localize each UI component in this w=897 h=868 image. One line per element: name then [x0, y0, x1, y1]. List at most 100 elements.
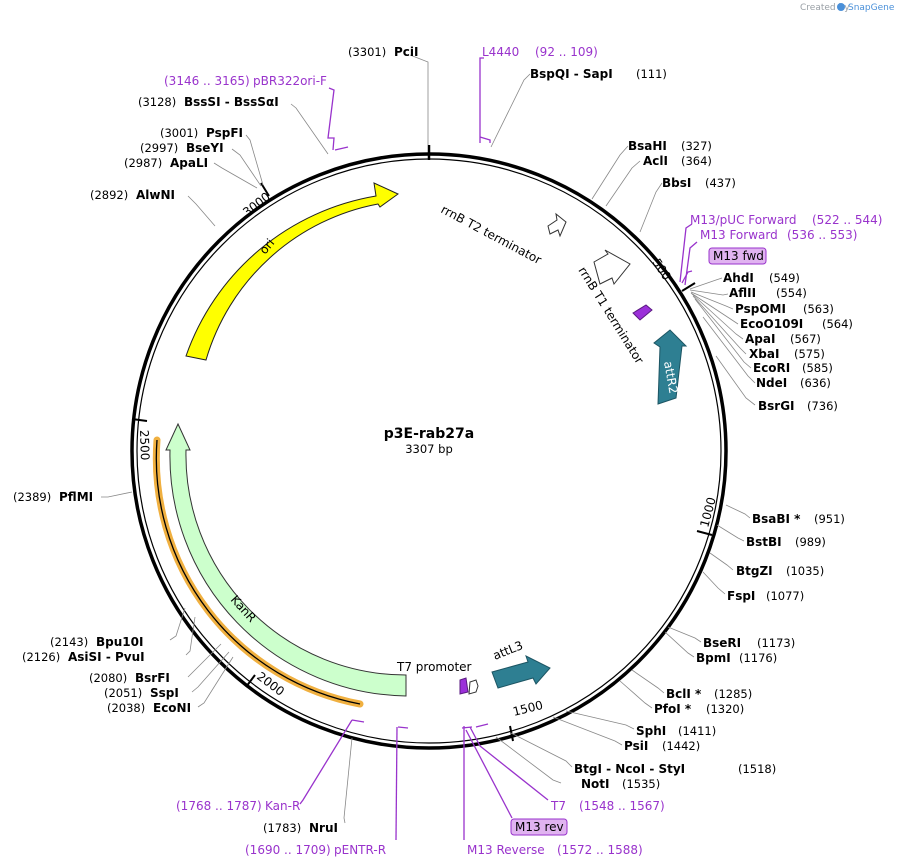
feature-rrnb-t2-terminator[interactable]: rrnB T2 terminator	[439, 202, 567, 267]
primer-mark-kanr-bind[interactable]	[351, 719, 365, 723]
leader-bpu10i	[169, 607, 186, 641]
site-name-bsahi[interactable]: BsaHI	[628, 139, 667, 153]
primer-name-m13rev[interactable]: M13 Reverse	[467, 843, 545, 857]
site-name-ecori[interactable]: EcoRI	[753, 361, 790, 375]
leader-acli	[605, 160, 641, 207]
site-name-bpmi[interactable]: BpmI	[696, 651, 731, 665]
site-name-sphi[interactable]: SphI	[636, 724, 666, 738]
primer-mark-pentr[interactable]	[395, 726, 398, 841]
rrnb-t2-arrow[interactable]	[547, 212, 567, 238]
feature-t7-promoter[interactable]: T7 promoter	[396, 660, 479, 695]
site-name-ahdi[interactable]: AhdI	[723, 271, 754, 285]
t7-promoter-white-arrow[interactable]	[468, 679, 479, 695]
primer-mark-m13puc[interactable]	[679, 223, 693, 283]
primer-tag-m13-fwd-box[interactable]	[708, 247, 767, 265]
site-name-bcli[interactable]: BclI *	[666, 687, 702, 701]
site-name-econi[interactable]: EcoNI	[153, 701, 191, 715]
feature-attl3[interactable]: attL3	[491, 638, 551, 689]
site-name-pspomi[interactable]: PspOMI	[735, 302, 786, 316]
site-name-pfoi[interactable]: PfoI *	[654, 702, 692, 716]
site-name-bsrgi[interactable]: BsrGI	[758, 399, 795, 413]
rrnb-t1-arrow[interactable]	[593, 249, 631, 286]
site-name-xbai[interactable]: XbaI	[749, 347, 779, 361]
site-pos-xbai: (575)	[794, 347, 825, 361]
leader-nrui	[343, 737, 353, 824]
primer-mark-pentr-bind[interactable]	[397, 726, 409, 729]
site-pos-apai: (567)	[790, 332, 821, 346]
site-name-bseri[interactable]: BseRI	[703, 636, 741, 650]
site-name-alwni[interactable]: AlwNI	[136, 188, 175, 202]
site-name-noti[interactable]: NotI	[581, 777, 610, 791]
primer-mark-t7[interactable]	[469, 726, 549, 801]
feature-rrnb-t1-terminator[interactable]: rrnB T1 terminator	[575, 249, 647, 366]
site-name-acli[interactable]: AclI	[643, 154, 668, 168]
primer-mark-pbr322-bind[interactable]	[334, 146, 349, 151]
primer-name-m13fwd[interactable]: M13 Forward	[700, 228, 778, 242]
kanr-arrow[interactable]	[165, 422, 407, 697]
feature-ori[interactable]: ori	[185, 182, 399, 361]
primer-tag-m13-fwd[interactable]: M13 fwd	[708, 247, 767, 265]
site-name-sspi[interactable]: SspI	[150, 686, 179, 700]
site-name-psii[interactable]: PsiI	[624, 739, 648, 753]
primer-mark-m13rev-rev[interactable]	[465, 729, 513, 819]
site-name-asisi-pvui[interactable]: AsiSI - PvuI	[68, 650, 145, 664]
primer-mark-l4440-bind[interactable]	[479, 136, 491, 143]
feature-kanr[interactable]: KanR	[152, 422, 407, 708]
primer-mark-m13fwd[interactable]	[684, 241, 698, 286]
site-name-apai[interactable]: ApaI	[745, 332, 775, 346]
primer-mark-m13rev-bind[interactable]	[461, 726, 473, 729]
t7-promoter-purple-arrow[interactable]	[459, 677, 469, 695]
site-name-apali[interactable]: ApaLI	[170, 156, 208, 170]
primer-name-t7[interactable]: T7	[550, 799, 566, 813]
site-pos-acli: (364)	[681, 154, 712, 168]
site-pos-pspfi: (3001)	[160, 126, 198, 140]
primer-name-pbr322[interactable]: pBR322ori-F	[253, 74, 327, 88]
m13-fwd-feature-arrow[interactable]	[632, 304, 653, 321]
site-pos-bsssi: (3128)	[138, 95, 176, 109]
site-name-ndei[interactable]: NdeI	[756, 376, 787, 390]
site-name-bpu10i[interactable]: Bpu10I	[96, 635, 143, 649]
ori-arrow[interactable]	[185, 182, 399, 361]
site-name-btgi-ncoi-styi[interactable]: BtgI - NcoI - StyI	[574, 762, 685, 776]
primer-mark-t7-bind[interactable]	[475, 723, 489, 728]
primer-tag-m13-rev-box[interactable]	[510, 818, 568, 836]
site-name-btgzi[interactable]: BtgZI	[736, 564, 773, 578]
leader-ahdi	[689, 277, 723, 290]
site-name-bsrfi[interactable]: BsrFI	[135, 671, 170, 685]
primer-mark-pbr322[interactable]	[327, 87, 335, 151]
primer-mark-kanr[interactable]	[299, 719, 353, 805]
site-pos-bseri: (1173)	[757, 636, 795, 650]
feature-attr2[interactable]: attR2	[653, 329, 688, 405]
primer-name-m13puc[interactable]: M13/pUC Forward	[690, 213, 797, 227]
site-name-nrui[interactable]: NruI	[309, 821, 338, 835]
site-name-bseyi[interactable]: BseYI	[186, 141, 224, 155]
primer-tag-m13-rev[interactable]: M13 rev	[510, 818, 568, 836]
tick-mark-2500	[131, 418, 148, 422]
attr2-arrow[interactable]	[653, 329, 688, 405]
leader-apai	[691, 293, 744, 340]
site-pos-apali: (2987)	[124, 156, 162, 170]
site-pos-bsrfi: (2080)	[89, 671, 127, 685]
site-name-ecoo109i[interactable]: EcoO109I	[740, 317, 803, 331]
site-pos-sspi: (2051)	[104, 686, 142, 700]
site-name-fspi[interactable]: FspI	[727, 589, 755, 603]
site-name-aflii[interactable]: AflII	[729, 286, 756, 300]
site-name-pcii[interactable]: PciI	[394, 45, 419, 59]
attl3-arrow[interactable]	[491, 655, 551, 689]
site-name-pspfi[interactable]: PspFI	[206, 126, 243, 140]
site-name-bspqi-sapi[interactable]: BspQI - SapI	[530, 67, 613, 81]
site-name-pflmi[interactable]: PflMI	[59, 490, 93, 504]
primer-name-l4440[interactable]: L4440	[482, 45, 519, 59]
site-name-bsabi[interactable]: BsaBI *	[752, 512, 801, 526]
primer-range-pbr322: (3146 .. 3165)	[164, 74, 250, 88]
primer-name-pentr[interactable]: pENTR-R	[334, 843, 386, 857]
site-name-bstbi[interactable]: BstBI	[746, 535, 782, 549]
primer-mark-m13fwd-bind[interactable]	[681, 270, 693, 284]
primer-mark-l4440[interactable]	[479, 57, 484, 143]
leader-noti	[495, 736, 562, 784]
primer-name-kanr[interactable]: Kan-R	[265, 799, 300, 813]
site-name-bbsi[interactable]: BbsI	[662, 176, 691, 190]
site-name-bsssi[interactable]: BssSI - BssSαI	[184, 95, 279, 109]
credit-brand: SnapGene	[848, 3, 895, 13]
kanr-strand-line	[155, 439, 361, 705]
